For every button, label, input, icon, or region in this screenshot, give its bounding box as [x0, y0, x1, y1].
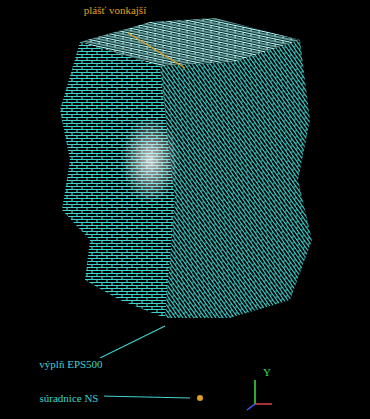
leader-line — [100, 326, 165, 358]
leader-line — [100, 396, 190, 398]
callout-label: plášť vonkajší — [78, 4, 152, 16]
axis-line — [255, 403, 272, 405]
leader-line — [128, 33, 185, 68]
callout-label: súradnice NS — [34, 392, 104, 404]
axis-line — [254, 380, 256, 404]
origin-marker — [197, 395, 203, 401]
mesh-highlight — [120, 115, 180, 205]
callout-label: výplň EPS500 — [36, 358, 106, 370]
axis-line — [247, 404, 255, 410]
axis-label: Y — [258, 366, 276, 378]
mesh-side — [160, 40, 312, 318]
